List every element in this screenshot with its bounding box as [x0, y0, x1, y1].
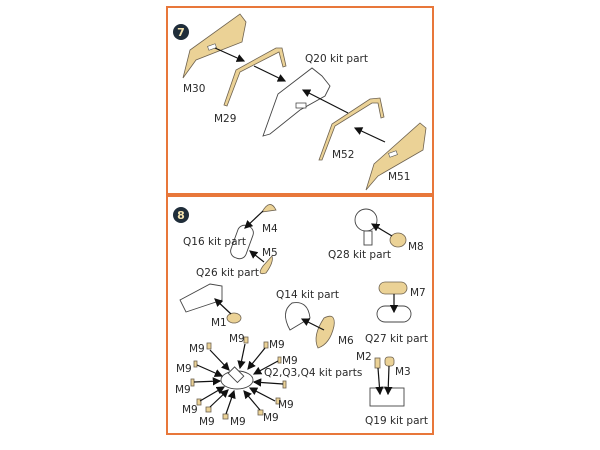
- part-q20: [262, 67, 331, 137]
- label-m7: M7: [410, 287, 426, 299]
- part-m29: [223, 47, 287, 107]
- step-number: 7: [177, 26, 185, 39]
- label-q20: Q20 kit part: [305, 53, 368, 65]
- step-badge: [173, 24, 189, 40]
- label-m52: M52: [332, 149, 354, 161]
- label-m9: M9: [229, 333, 245, 345]
- part-m9: [275, 397, 281, 405]
- label-q19: Q19 kit part: [365, 415, 428, 427]
- part-m9: [257, 409, 264, 416]
- part-m3: [384, 356, 395, 367]
- part-q19: [369, 387, 405, 407]
- label-m2: M2: [356, 351, 372, 363]
- step-number: 8: [177, 209, 185, 222]
- label-m3: M3: [395, 366, 411, 378]
- label-q14: Q14 kit part: [276, 289, 339, 301]
- part-m8: [389, 232, 407, 248]
- label-m9: M9: [278, 399, 294, 411]
- part-m6: [315, 315, 335, 349]
- label-q26: Q26 kit part: [196, 267, 259, 279]
- part-m52: [318, 97, 385, 161]
- label-m5: M5: [262, 247, 278, 259]
- part-m9: [277, 356, 282, 364]
- part-m1: [226, 312, 242, 324]
- step-8-panel: 8: [166, 195, 434, 435]
- label-q2-q3-q4: Q2,Q3,Q4 kit parts: [264, 367, 362, 379]
- part-m9: [282, 380, 287, 389]
- label-m51: M51: [388, 171, 410, 183]
- part-m9: [196, 398, 202, 406]
- label-m9: M9: [282, 355, 298, 367]
- label-m4: M4: [262, 223, 278, 235]
- part-q28: [354, 208, 378, 232]
- part-m9: [243, 336, 249, 344]
- part-m51: [365, 122, 427, 191]
- label-m9: M9: [269, 339, 285, 351]
- step-badge: [173, 207, 189, 223]
- label-m29: M29: [214, 113, 236, 125]
- part-q14: [285, 302, 311, 331]
- label-m9: M9: [199, 416, 215, 428]
- label-m9: M9: [189, 343, 205, 355]
- label-m6: M6: [338, 335, 354, 347]
- part-m9: [263, 341, 269, 349]
- label-m8: M8: [408, 241, 424, 253]
- part-m9: [206, 342, 212, 350]
- step-7-panel: 7 M30 M29 Q20 kit part M52 M51: [166, 6, 434, 195]
- label-q16: Q16 kit part: [183, 236, 246, 248]
- label-m1: M1: [211, 317, 227, 329]
- part-m9: [222, 413, 229, 420]
- label-q27: Q27 kit part: [365, 333, 428, 345]
- label-m9: M9: [176, 363, 192, 375]
- m9-parts: [190, 336, 287, 420]
- label-m9: M9: [175, 384, 191, 396]
- label-m9: M9: [263, 412, 279, 424]
- label-m30: M30: [183, 83, 205, 95]
- part-m9: [190, 378, 195, 387]
- part-m7: [378, 281, 408, 295]
- part-m5: [259, 255, 273, 275]
- part-m2: [374, 357, 381, 369]
- part-m4: [261, 204, 277, 213]
- label-m9: M9: [230, 416, 246, 428]
- label-q28: Q28 kit part: [328, 249, 391, 261]
- label-m9: M9: [182, 404, 198, 416]
- part-m9: [205, 406, 212, 413]
- part-m9: [193, 360, 198, 368]
